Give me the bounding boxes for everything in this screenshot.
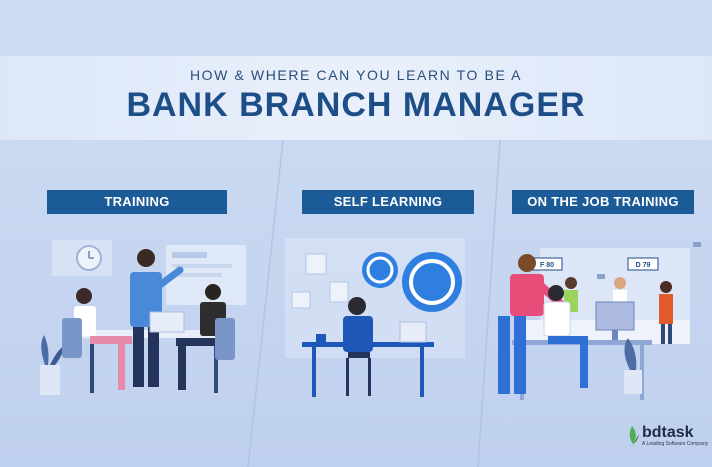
- self-learning-illustration: [285, 238, 465, 397]
- laptop-icon: [399, 321, 427, 343]
- training-illustration: [40, 240, 246, 395]
- plant-icon: [41, 335, 49, 365]
- logo-tagline: A Leading Software Company: [642, 441, 709, 447]
- gear-icon-large: [402, 252, 462, 312]
- camera-icon: [693, 242, 701, 247]
- seated-woman: [76, 288, 92, 304]
- coffee-mug-icon: [316, 334, 326, 342]
- section-label-self-learning: SELF LEARNING: [302, 190, 474, 214]
- plant-icon: [624, 338, 637, 370]
- logo-name: bdtask: [642, 424, 694, 441]
- counter-sign-f80-text: F 80: [540, 262, 554, 269]
- teller-person: [614, 277, 626, 289]
- divider-line-1: [247, 139, 284, 467]
- manager-person: [518, 254, 536, 272]
- studying-person: [348, 297, 366, 315]
- counter-sign-d79: [627, 257, 659, 271]
- image-frame-icon: [305, 253, 327, 275]
- gear-icon-small: [362, 252, 398, 288]
- camera-icon: [597, 274, 605, 279]
- laptop-icon: [149, 311, 185, 333]
- section-label-on-the-job-training: ON THE JOB TRAINING: [512, 190, 694, 214]
- page-subtitle: HOW & WHERE CAN YOU LEARN TO BE A: [189, 67, 523, 83]
- leaf-logo-icon: [629, 426, 639, 444]
- trainee-person: [548, 285, 564, 301]
- header-band: [0, 56, 712, 140]
- presenter-person: [137, 249, 155, 267]
- monitor-icon: [595, 301, 635, 331]
- divider-line-2: [477, 139, 501, 467]
- on-the-job-training-illustration: F 80 D 79: [498, 242, 701, 400]
- teller-person: [565, 277, 577, 289]
- customer-person: [660, 281, 672, 293]
- counter-sign-d79-text: D 79: [636, 262, 651, 269]
- page-title: BANK BRANCH MANAGER: [126, 86, 586, 124]
- section-label-training: TRAINING: [47, 190, 227, 214]
- seated-man: [205, 284, 221, 300]
